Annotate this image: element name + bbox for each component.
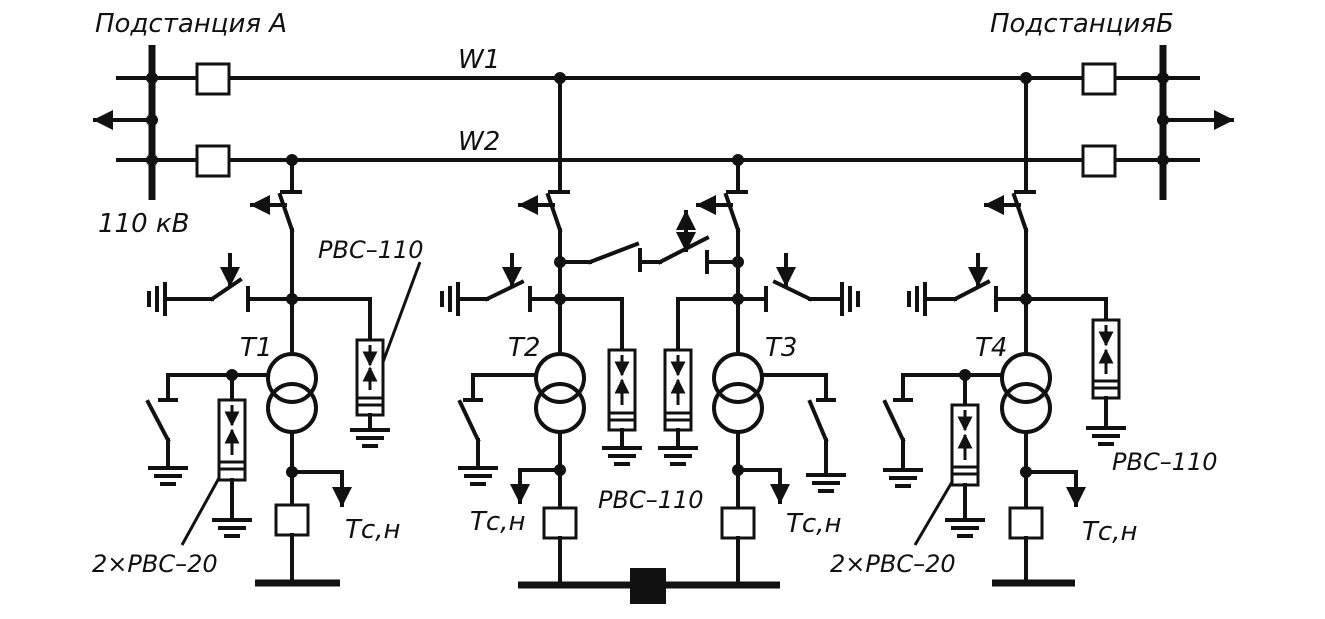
transformer-t1-label: Т1 (240, 333, 272, 363)
rvs20-t1-label: 2×РВС–20 (92, 550, 218, 578)
substation-b-label: ПодстанцияБ (990, 9, 1174, 39)
tsn-t1-label: Тс,н (345, 515, 400, 545)
line-w1 (150, 62, 1165, 96)
voltage-label: 110 кВ (98, 209, 189, 239)
t1-branch (145, 154, 422, 587)
substation-a-label: Подстанция А (95, 9, 287, 39)
rvs110-t1-label: РВС–110 (318, 236, 424, 264)
transformer-t3-label: Т3 (765, 333, 797, 363)
tsn-t2-label: Тс,н (470, 507, 525, 537)
t2-t3-branch (440, 72, 860, 604)
rvs20-t4-label: 2×РВС–20 (830, 550, 956, 578)
rvs110-mid-label: РВС–110 (598, 486, 704, 514)
rvs110-t4-label: РВС–110 (1112, 448, 1218, 476)
substation-a-busbar (93, 45, 158, 200)
substation-b-busbar (1157, 45, 1234, 200)
transformer-t4-label: Т4 (975, 333, 1007, 363)
t4-branch (882, 72, 1126, 587)
tsn-t4-label: Тс,н (1082, 517, 1137, 547)
tsn-t3-label: Тс,н (786, 509, 841, 539)
line-w1-label: W1 (458, 45, 500, 75)
line-w2 (150, 144, 1165, 178)
line-w2-label: W2 (458, 127, 500, 157)
transformer-t2-label: Т2 (508, 333, 540, 363)
